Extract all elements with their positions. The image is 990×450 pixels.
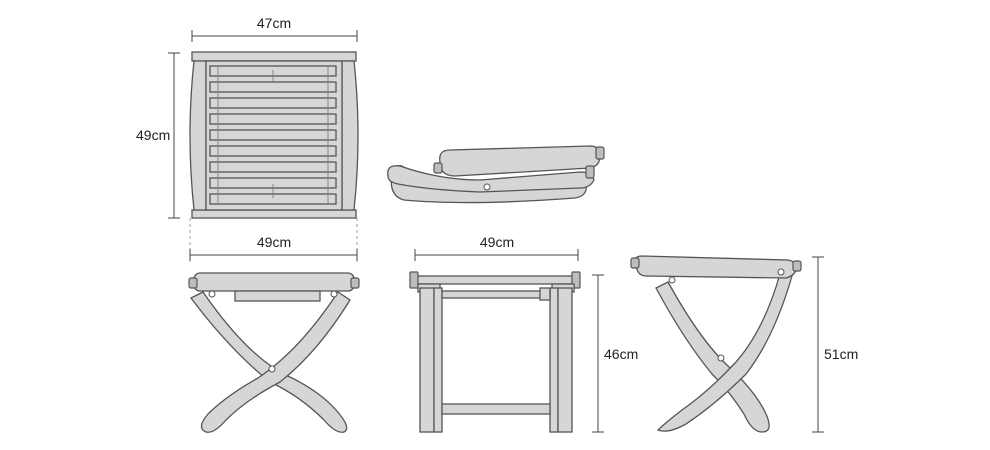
folded-seat (439, 145, 601, 177)
side-leg-b (200, 291, 351, 433)
side-seat-cap-left (188, 277, 198, 289)
front-seat (415, 275, 577, 285)
folded-view (387, 145, 605, 204)
front-rail-block (539, 287, 551, 301)
front-top-stretcher (441, 290, 551, 299)
side-width-label: 49cm (257, 234, 291, 250)
top-right-leg-curve (341, 60, 359, 211)
front-leg-inner-left (433, 287, 443, 433)
top-width-label: 47cm (257, 15, 291, 31)
seat-slat (209, 145, 337, 157)
side-top-bolt-left (208, 290, 216, 298)
front-leg-outer-left (419, 287, 435, 433)
top-view: 47cm 49cm (136, 15, 359, 262)
folded-leg-cap (585, 165, 595, 179)
right-view: 51cm (630, 255, 858, 433)
front-leg-outer-right (557, 287, 573, 433)
folded-leg-upper (387, 165, 595, 193)
top-front-rail (191, 51, 357, 62)
right-leg-b (656, 273, 793, 432)
front-width-label: 49cm (480, 234, 514, 250)
front-height-label: 46cm (604, 346, 638, 362)
front-leg-inner-right (549, 287, 559, 433)
side-view: 49cm (188, 234, 360, 433)
folded-seat-cap (595, 146, 605, 160)
folded-seat-end-cap (433, 162, 443, 174)
right-leg-a (655, 281, 770, 433)
seat-slat (209, 113, 337, 125)
seat-slat (209, 161, 337, 173)
seat-slat (209, 129, 337, 141)
top-left-leg-curve (189, 60, 207, 211)
folded-pivot-bolt (483, 183, 491, 191)
side-seat-rail (234, 290, 321, 302)
right-top-bolt-left (668, 276, 676, 284)
front-view: 49cm 46cm (409, 234, 638, 433)
side-seat-cap-right (350, 277, 360, 289)
top-depth-label: 49cm (136, 127, 170, 143)
side-pivot-bolt (268, 365, 276, 373)
side-seat (193, 272, 355, 292)
seat-slat (209, 97, 337, 109)
top-back-rail (191, 209, 357, 219)
right-height-label: 51cm (824, 346, 858, 362)
right-pivot-bolt (717, 354, 725, 362)
side-top-bolt-right (330, 290, 338, 298)
right-seat-cap-right (792, 260, 802, 272)
front-bottom-stretcher (441, 403, 551, 415)
front-seat-cap-left (409, 271, 419, 289)
right-top-bolt-right (777, 268, 785, 276)
seat-slat (209, 81, 337, 93)
right-seat-cap-left (630, 257, 640, 269)
right-seat (634, 255, 797, 279)
